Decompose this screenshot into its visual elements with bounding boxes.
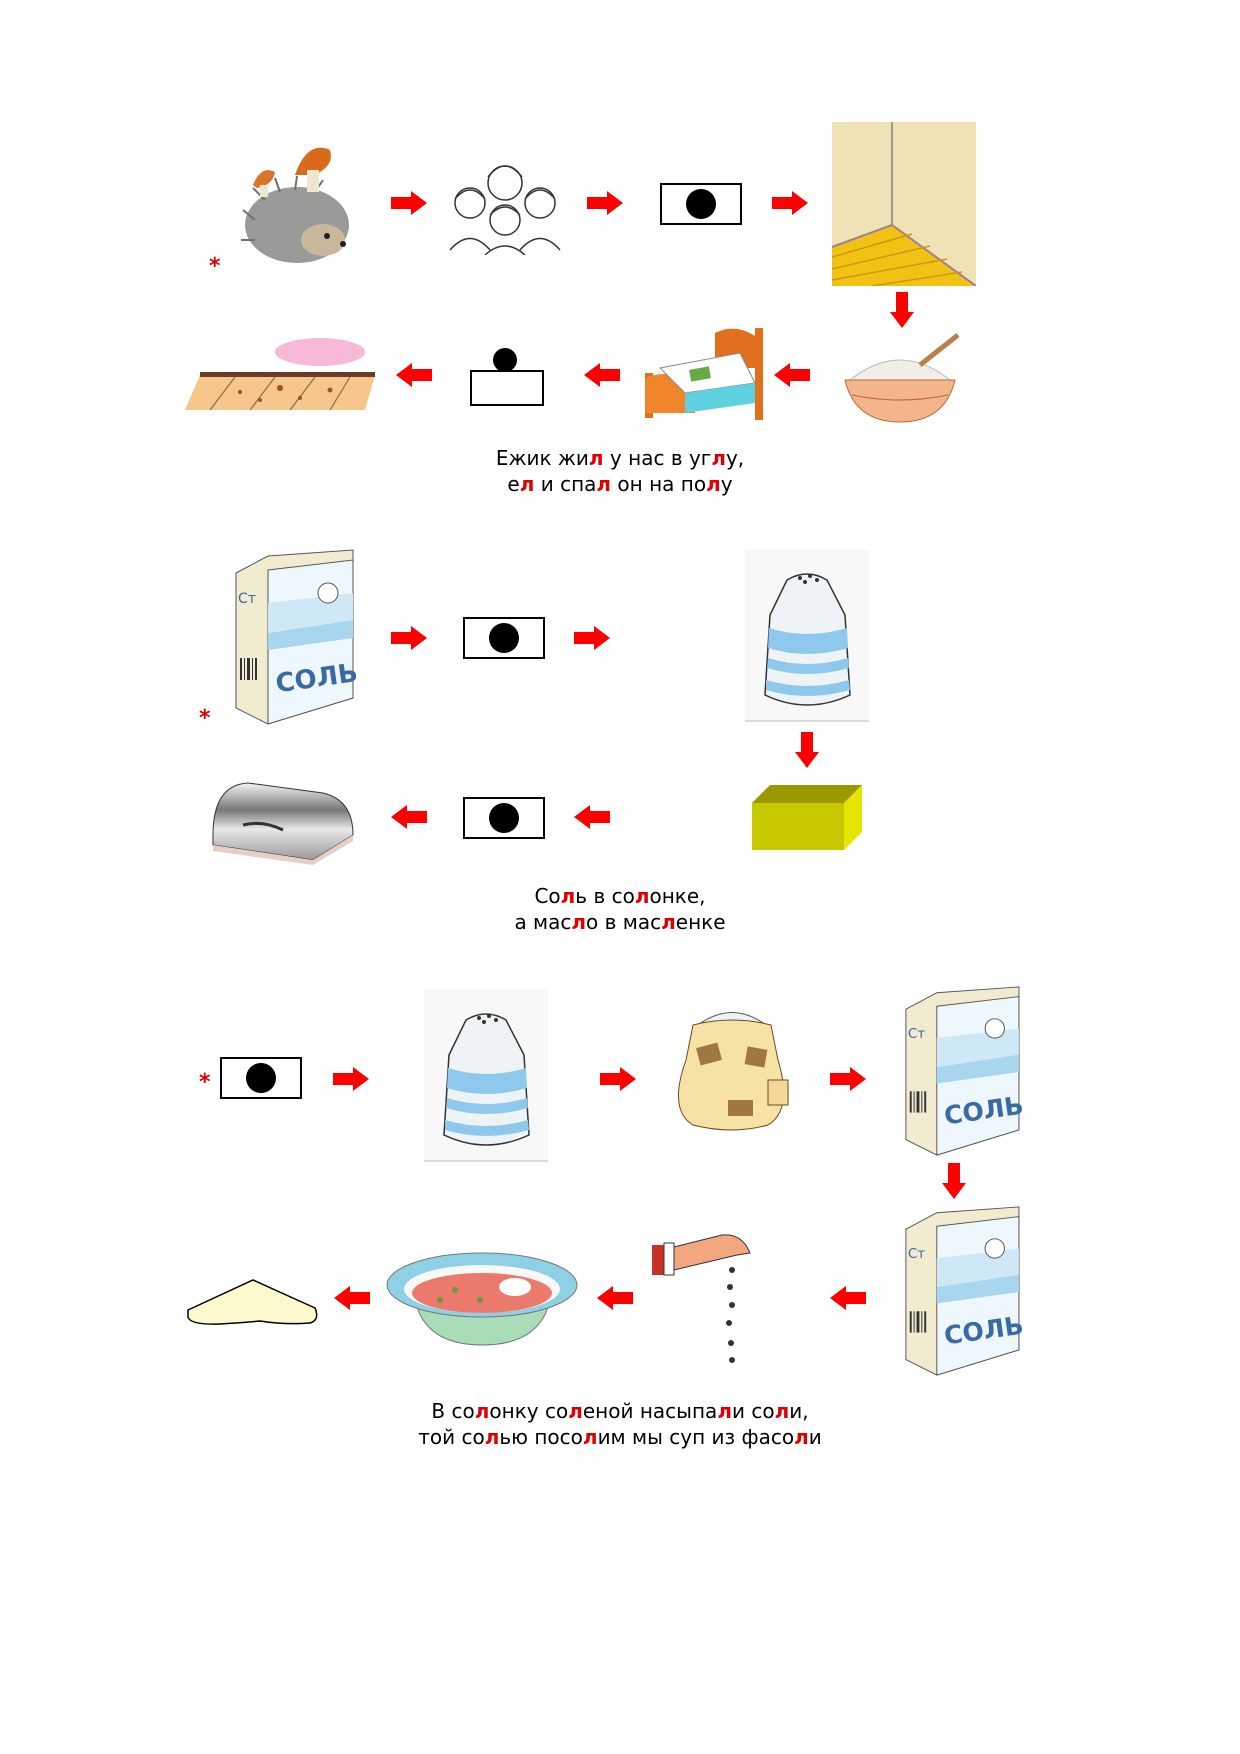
highlighted-letter: л — [571, 910, 587, 934]
verse-2: Соль в солонке, а масло в масленке — [0, 883, 1240, 935]
hand-salting-picture — [652, 1215, 812, 1370]
start-marker: * — [199, 706, 211, 731]
group-of-children-picture — [445, 155, 565, 255]
arrow-right-icon — [772, 191, 808, 215]
arrow-left-icon — [774, 363, 810, 387]
arrow-right-icon — [391, 191, 427, 215]
pile-of-salt-picture — [185, 1275, 320, 1327]
verse-line: а масло в масленке — [0, 909, 1240, 935]
highlighted-letter: л — [474, 1399, 490, 1423]
arrow-right-icon — [391, 626, 427, 650]
verse-text: ью посо — [499, 1425, 583, 1449]
highlighted-letter: л — [661, 910, 676, 934]
bed-picture — [645, 328, 763, 420]
verse-text: Ежик жи — [495, 446, 589, 470]
verse-text: енке — [675, 910, 726, 934]
salt-shaker-picture — [424, 990, 548, 1162]
highlighted-letter: л — [634, 884, 650, 908]
verse-text: у — [720, 472, 733, 496]
arrow-right-icon — [830, 1067, 866, 1091]
verse-text: ь в со — [575, 884, 635, 908]
verse-3: В солонку соленой насыпали соли, той сол… — [0, 1398, 1240, 1450]
salt-box-picture: СОЛЬ Ст — [228, 548, 356, 726]
highlighted-letter: л — [582, 1425, 598, 1449]
arrow-down-icon — [890, 292, 914, 328]
verse-line: Ежик жил у нас в углу, — [0, 445, 1240, 471]
verse-text: В со — [431, 1399, 475, 1423]
verse-text: и спа — [534, 472, 597, 496]
highlighted-letter: л — [484, 1425, 500, 1449]
verse-text: а мас — [514, 910, 572, 934]
verse-text: онку со — [489, 1399, 569, 1423]
arrow-left-icon — [584, 363, 620, 387]
salt-box-picture: СОЛЬ Ст — [898, 1205, 1022, 1377]
verse-text: и — [808, 1425, 822, 1449]
verse-line: той солью посолим мы суп из фасоли — [0, 1424, 1240, 1450]
start-marker: * — [199, 1070, 211, 1095]
arrow-right-icon — [574, 626, 610, 650]
sound-dot — [686, 189, 716, 219]
arrow-right-icon — [587, 191, 623, 215]
svg-text:Ст: Ст — [238, 591, 256, 607]
highlighted-letter: л — [588, 446, 604, 470]
arrow-left-icon — [396, 363, 432, 387]
room-corner-picture — [832, 122, 976, 286]
sound-position-symbol-middle — [463, 617, 545, 659]
verse-text: и со — [731, 1399, 775, 1423]
verse-text: еной насыпа — [582, 1399, 718, 1423]
verse-line: ел и спал он на полу — [0, 471, 1240, 497]
arrow-down-icon — [795, 732, 819, 768]
verse-text: е — [507, 472, 520, 496]
sound-position-symbol-middle — [660, 183, 742, 225]
sound-dot — [493, 348, 517, 372]
arrow-left-icon — [574, 805, 610, 829]
verse-text: у, — [725, 446, 745, 470]
sound-position-symbol-middle — [220, 1057, 302, 1099]
highlighted-letter: л — [706, 472, 721, 496]
sack-of-salt-picture — [668, 1000, 796, 1132]
highlighted-letter: л — [717, 1399, 732, 1423]
bowl-of-soup-picture — [385, 1245, 580, 1350]
highlighted-letter: л — [568, 1399, 583, 1423]
arrow-left-icon — [391, 805, 427, 829]
butter-block-picture — [752, 785, 862, 850]
highlighted-letter: л — [519, 472, 535, 496]
sound-position-symbol-end — [470, 370, 544, 406]
sound-dot — [489, 803, 519, 833]
bowl-of-porridge-picture — [840, 330, 965, 425]
sound-dot — [489, 623, 519, 653]
verse-text: у нас в уг — [603, 446, 712, 470]
verse-line: Соль в солонке, — [0, 883, 1240, 909]
arrow-down-icon — [942, 1163, 966, 1199]
highlighted-letter: л — [794, 1425, 809, 1449]
verse-1: Ежик жил у нас в углу, ел и спал он на п… — [0, 445, 1240, 497]
highlighted-letter: л — [560, 884, 576, 908]
arrow-right-icon — [333, 1067, 369, 1091]
verse-text: и, — [789, 1399, 809, 1423]
sound-dot — [246, 1063, 276, 1093]
verse-text: им мы суп из фасо — [597, 1425, 795, 1449]
verse-text: онке, — [649, 884, 706, 908]
svg-text:Ст: Ст — [908, 1246, 925, 1262]
bread-box-picture — [203, 775, 358, 865]
salt-shaker-picture — [745, 550, 869, 722]
highlighted-letter: л — [711, 446, 726, 470]
sound-position-symbol-middle — [463, 797, 545, 839]
start-marker: * — [209, 254, 221, 279]
verse-text: Со — [534, 884, 561, 908]
svg-text:Ст: Ст — [908, 1026, 925, 1042]
verse-text: он на по — [611, 472, 707, 496]
arrow-left-icon — [830, 1286, 866, 1310]
arrow-right-icon — [600, 1067, 636, 1091]
verse-text: той со — [418, 1425, 485, 1449]
verse-text: о в мас — [586, 910, 662, 934]
arrow-left-icon — [597, 1286, 633, 1310]
arrow-left-icon — [334, 1286, 370, 1310]
verse-line: В солонку соленой насыпали соли, — [0, 1398, 1240, 1424]
salt-box-picture: СОЛЬ Ст — [898, 985, 1022, 1157]
highlighted-letter: л — [774, 1399, 790, 1423]
floor-picture — [180, 330, 385, 415]
hedgehog-with-mushrooms-picture — [235, 130, 355, 265]
highlighted-letter: л — [596, 472, 612, 496]
